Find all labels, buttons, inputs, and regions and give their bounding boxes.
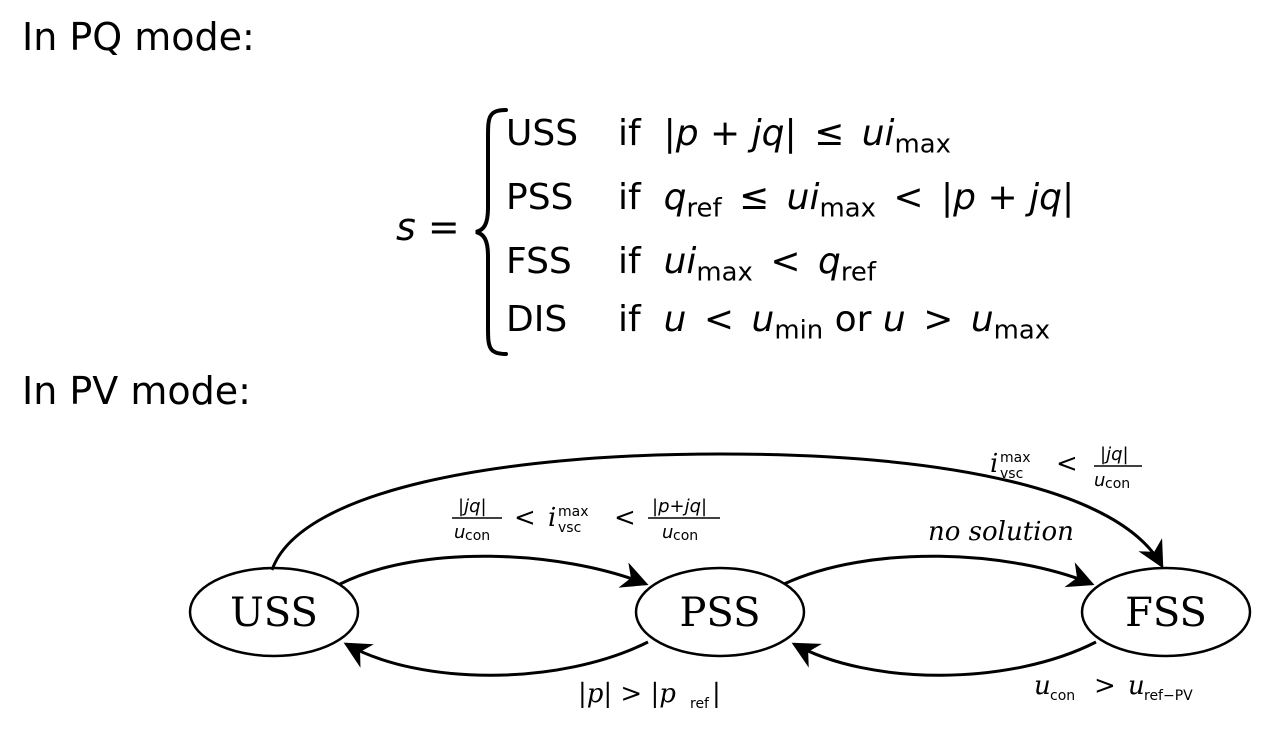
svg-text:|p| > |p: |p| > |p bbox=[578, 679, 676, 709]
edge-uss-to-pss bbox=[339, 554, 649, 588]
svg-text:|jq|: |jq| bbox=[1100, 444, 1129, 465]
edge-label-fss-pss: u con > u ref−PV bbox=[1034, 671, 1193, 704]
svg-text:u: u bbox=[1034, 671, 1051, 701]
svg-text:<: < bbox=[614, 503, 636, 533]
svg-text:con: con bbox=[1050, 688, 1075, 704]
svg-text:PSS: PSS bbox=[679, 590, 760, 636]
svg-text:u: u bbox=[1094, 470, 1105, 491]
svg-text:<: < bbox=[514, 503, 536, 533]
svg-text:>: > bbox=[1094, 671, 1116, 701]
edge-pss-to-fss bbox=[783, 554, 1095, 588]
svg-text:|: | bbox=[712, 679, 721, 709]
node-pss: PSS bbox=[634, 566, 806, 658]
svg-text:i: i bbox=[990, 449, 998, 479]
svg-text:<: < bbox=[1056, 449, 1078, 479]
svg-text:vsc: vsc bbox=[1000, 466, 1023, 482]
pv-mode-heading: In PV mode: bbox=[22, 369, 251, 413]
svg-text:|jq|: |jq| bbox=[458, 496, 487, 517]
edge-uss-to-fss bbox=[270, 452, 1164, 571]
svg-text:con: con bbox=[1105, 476, 1130, 492]
svg-text:|p+jq|: |p+jq| bbox=[652, 496, 707, 517]
svg-text:i: i bbox=[548, 503, 556, 533]
pq-mode-heading: In PQ mode: bbox=[22, 15, 255, 59]
svg-text:vsc: vsc bbox=[558, 520, 581, 536]
edge-label-pss-fss: no solution bbox=[928, 517, 1074, 547]
edge-pss-to-uss bbox=[343, 640, 649, 677]
svg-text:u: u bbox=[662, 522, 673, 543]
svg-text:con: con bbox=[673, 528, 698, 544]
edge-label-uss-fss: i vsc max < |jq| u con bbox=[990, 444, 1142, 492]
edge-label-uss-pss: |jq| u con < i vsc max < |p+jq| u con bbox=[452, 496, 720, 544]
svg-text:con: con bbox=[465, 528, 490, 544]
left-brace-icon bbox=[475, 108, 508, 356]
svg-text:ref−PV: ref−PV bbox=[1144, 688, 1193, 704]
svg-text:u: u bbox=[454, 522, 465, 543]
edge-fss-to-pss bbox=[791, 640, 1097, 677]
svg-text:ref: ref bbox=[690, 696, 710, 712]
svg-text:USS: USS bbox=[230, 590, 318, 636]
state-diagram: USS PSS FSS i vsc max < |jq| u con |jq| … bbox=[188, 444, 1252, 712]
svg-text:FSS: FSS bbox=[1125, 590, 1207, 636]
node-fss: FSS bbox=[1080, 566, 1252, 658]
node-uss: USS bbox=[188, 566, 360, 658]
svg-text:max: max bbox=[558, 504, 589, 520]
equation-lhs: s = bbox=[396, 205, 460, 249]
edge-label-pss-uss: |p| > |p ref | bbox=[578, 679, 721, 712]
svg-text:u: u bbox=[1128, 671, 1145, 701]
svg-text:max: max bbox=[1000, 450, 1031, 466]
